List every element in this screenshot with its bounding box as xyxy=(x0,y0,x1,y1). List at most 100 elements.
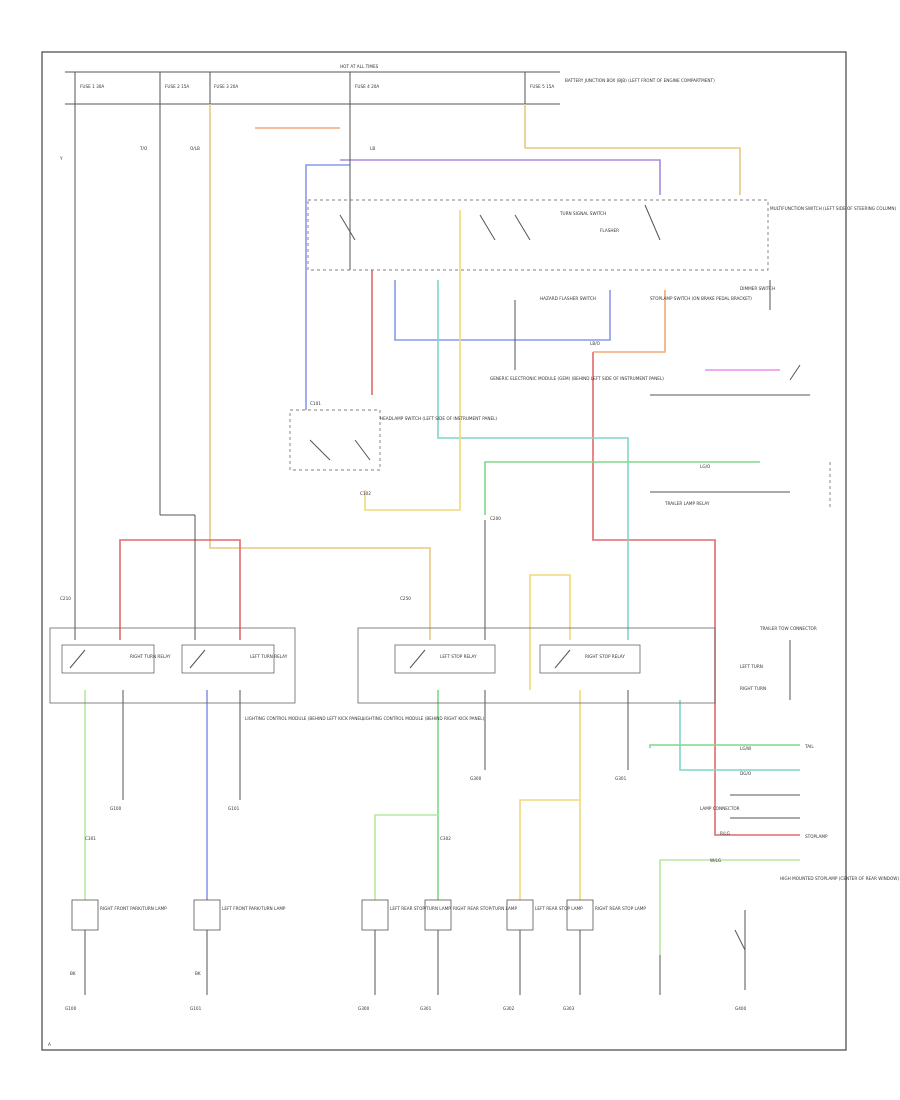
ground-label-5: G302 xyxy=(503,1006,515,1011)
panel-label-rt: RIGHT TURN xyxy=(740,686,766,691)
trailer-relay-label: TRAILER LAMP RELAY xyxy=(664,501,710,506)
wire-violet xyxy=(340,159,661,195)
left-module-label: LIGHTING CONTROL MODULE (BEHIND LEFT KIC… xyxy=(245,716,364,721)
grounds: G100 G101 G300 G301 G302 G303 G400 G100 … xyxy=(65,776,747,1011)
wire-orange-center xyxy=(593,290,666,353)
wire-code-1: LG/O xyxy=(700,464,711,469)
lamp-label-3: LEFT REAR STOP/TURN LAMP xyxy=(390,906,451,911)
wire-code-7: BK xyxy=(195,971,201,976)
wire-cyan xyxy=(437,280,629,640)
lamp-rr-2 xyxy=(566,899,594,931)
fuse-label-4: FUSE 4 20A xyxy=(355,84,379,89)
headlamp-switch: HEADLAMP SWITCH (LEFT SIDE OF INSTRUMENT… xyxy=(289,409,497,471)
trailer-connector-panel: TRAILER TOW CONNECTOR LEFT TURN RIGHT TU… xyxy=(700,626,899,990)
lamp-rr-1 xyxy=(506,899,534,931)
fuse-label-3: FUSE 3 20A xyxy=(214,84,238,89)
hazard-switch-label: HAZARD FLASHER SWITCH xyxy=(540,296,596,301)
conn-label-2: C102 xyxy=(360,491,371,496)
wire-tan xyxy=(524,104,741,195)
relay-label-ls: LEFT STOP RELAY xyxy=(440,654,477,659)
wire-red-right xyxy=(592,352,800,836)
wire-green-right xyxy=(649,744,800,748)
wire-code-8: W/LG xyxy=(710,858,721,863)
wire-code-2: LG/W xyxy=(740,746,751,751)
wire-code-9: T/O xyxy=(139,146,148,151)
wire-yellow xyxy=(364,210,461,511)
bjb-label: BATTERY JUNCTION BOX (BJB) (LEFT FRONT O… xyxy=(565,78,715,83)
ground-mid-1: G100 xyxy=(110,806,122,811)
wire-code-11: Y xyxy=(59,156,63,161)
lamp-label-5: LEFT REAR STOP LAMP xyxy=(535,906,583,911)
connector-labels: C101 C102 C200 C210 C250 C301 C302 xyxy=(60,401,501,841)
ground-mid-4: G301 xyxy=(615,776,627,781)
wire-red-module xyxy=(119,539,241,640)
conn-label-3: C200 xyxy=(490,516,501,521)
wire-code-5: R/LG xyxy=(720,831,730,836)
wire-blue-bottom xyxy=(394,280,611,341)
wire-color-labels: LG/O LG/W DG/O LB/O R/LG BK BK W/LG T/O … xyxy=(59,146,752,976)
lamp-label-1: RIGHT FRONT PARK/TURN LAMP xyxy=(100,906,167,911)
relay-left-turn xyxy=(181,644,275,674)
ground-label-4: G301 xyxy=(420,1006,432,1011)
relay-right-stop xyxy=(539,644,641,674)
fuse-label-5: FUSE 5 15A xyxy=(530,84,554,89)
hmsl-label: HIGH MOUNTED STOPLAMP (CENTER OF REAR WI… xyxy=(780,876,899,881)
panel-pin-tail: TAIL xyxy=(804,744,814,749)
lamp-rf xyxy=(71,899,99,931)
wire-green-top xyxy=(484,461,760,515)
wire-orange-fuse3 xyxy=(209,104,431,640)
multifunction-switch-label: MULTIFUNCTION SWITCH (LEFT SIDE OF STEER… xyxy=(770,206,897,211)
right-lighting-module: LIGHTING CONTROL MODULE (BEHIND RIGHT KI… xyxy=(357,627,716,721)
wire-code-10: O/LB xyxy=(190,146,200,151)
wire-cyan-right xyxy=(679,700,800,771)
gem-label: GENERIC ELECTRONIC MODULE (GEM) (BEHIND … xyxy=(490,376,664,381)
wire-green-bottom xyxy=(659,859,800,955)
dimmer-label: DIMMER SWITCH xyxy=(740,286,775,291)
ground-mid-3: G300 xyxy=(470,776,482,781)
multifunction-switch: MULTIFUNCTION SWITCH (LEFT SIDE OF STEER… xyxy=(307,199,897,381)
lamp-label-4: RIGHT REAR STOP/TURN LAMP xyxy=(453,906,517,911)
panel-label-lt: LEFT TURN xyxy=(740,664,763,669)
ground-label-6: G303 xyxy=(563,1006,575,1011)
lamp-lr-1 xyxy=(361,899,389,931)
battery-junction-box: HOT AT ALL TIMES BATTERY JUNCTION BOX (B… xyxy=(65,64,715,105)
right-module-label: LIGHTING CONTROL MODULE (BEHIND RIGHT KI… xyxy=(362,716,485,721)
lamps: RIGHT FRONT PARK/TURN LAMP LEFT FRONT PA… xyxy=(71,899,661,995)
wire-green-lamp xyxy=(374,814,438,900)
ground-label-3: G300 xyxy=(358,1006,370,1011)
relay-label-rt: RIGHT TURN RELAY xyxy=(130,654,171,659)
wire-code-4: LB/O xyxy=(590,341,601,346)
fuse-label-1: FUSE 1 30A xyxy=(80,84,104,89)
wire-code-6: BK xyxy=(70,971,76,976)
left-lighting-module: LIGHTING CONTROL MODULE (BEHIND LEFT KIC… xyxy=(49,627,364,721)
lamp-lr-2 xyxy=(424,899,452,931)
wires xyxy=(74,104,800,955)
ground-label-1: G100 xyxy=(65,1006,77,1011)
diagram-frame xyxy=(41,51,847,1051)
wire-code-12: LB xyxy=(370,146,375,151)
wire-blue-left xyxy=(305,164,350,410)
wire-code-3: DG/O xyxy=(740,771,752,776)
relay-right-turn xyxy=(61,644,155,674)
trailer-relay: TRAILER LAMP RELAY xyxy=(650,462,831,510)
conn-label-7: C302 xyxy=(440,836,451,841)
ground-label-2: G101 xyxy=(190,1006,202,1011)
fuse-label-2: FUSE 2 15A xyxy=(165,84,189,89)
conn-label-6: C301 xyxy=(85,836,96,841)
conn-label-1: C101 xyxy=(310,401,321,406)
ground-label-7: G400 xyxy=(735,1006,747,1011)
stoplamp-switch: STOPLAMP SWITCH (ON BRAKE PEDAL BRACKET) xyxy=(650,296,810,396)
conn-label-4: C210 xyxy=(60,596,71,601)
lamp-label-2: LEFT FRONT PARK/TURN LAMP xyxy=(222,906,286,911)
panel-pin-stop: STOPLAMP xyxy=(805,834,828,839)
relay-left-stop xyxy=(394,644,496,674)
flasher-label: FLASHER xyxy=(600,228,619,233)
ground-mid-2: G101 xyxy=(228,806,240,811)
brake-switch-label: STOPLAMP SWITCH (ON BRAKE PEDAL BRACKET) xyxy=(650,296,752,301)
relay-label-rs: RIGHT STOP RELAY xyxy=(585,654,625,659)
lamp-lf xyxy=(193,899,221,931)
corner-note: A xyxy=(48,1042,51,1047)
turn-signal-switch-label: TURN SIGNAL SWITCH xyxy=(559,211,606,216)
wire-green-loop xyxy=(529,574,571,690)
